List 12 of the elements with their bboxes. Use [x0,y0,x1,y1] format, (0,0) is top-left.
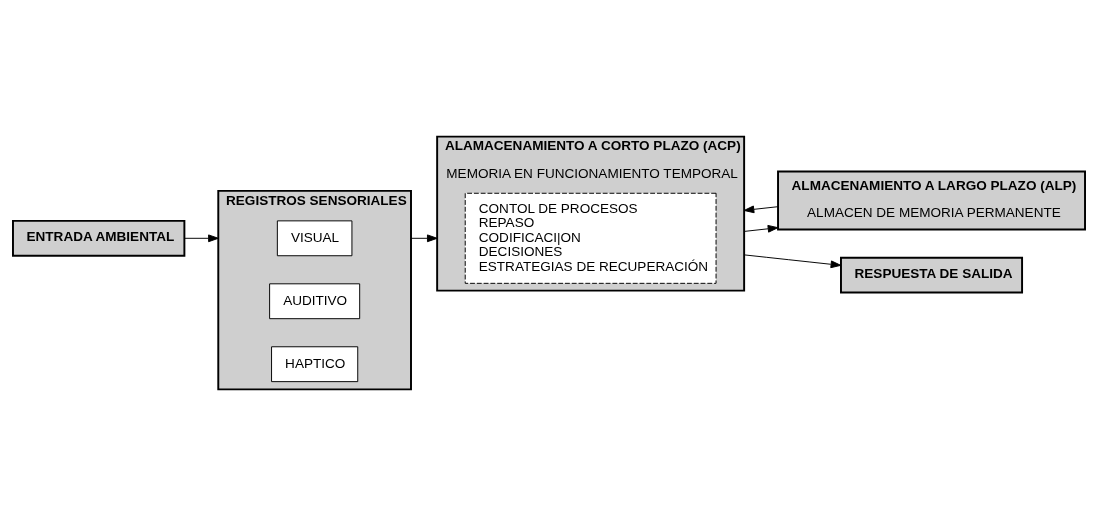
node-box: CONTOL DE PROCESOS REPASO CODIFICACI|ON DECISIONES ESTRATEGIAS DE RECUPERACIÓN [464,192,717,284]
arrow [743,254,842,269]
node-box: ENTRADA AMBIENTAL [12,219,186,257]
arrow [743,224,779,233]
node-box: VISUAL [276,220,353,257]
node-box: HAPTICO [271,346,359,383]
arrow [410,234,438,243]
arrow [743,205,779,214]
node-box: AUDITIVO [269,283,361,320]
node-box: RESPUESTA DE SALIDA [840,256,1024,294]
node-box: ALMACENAMIENTO A LARGO PLAZO (ALP) ALMACEN DE MEMORIA PERMANENTE [777,170,1086,231]
arrow [184,234,219,243]
